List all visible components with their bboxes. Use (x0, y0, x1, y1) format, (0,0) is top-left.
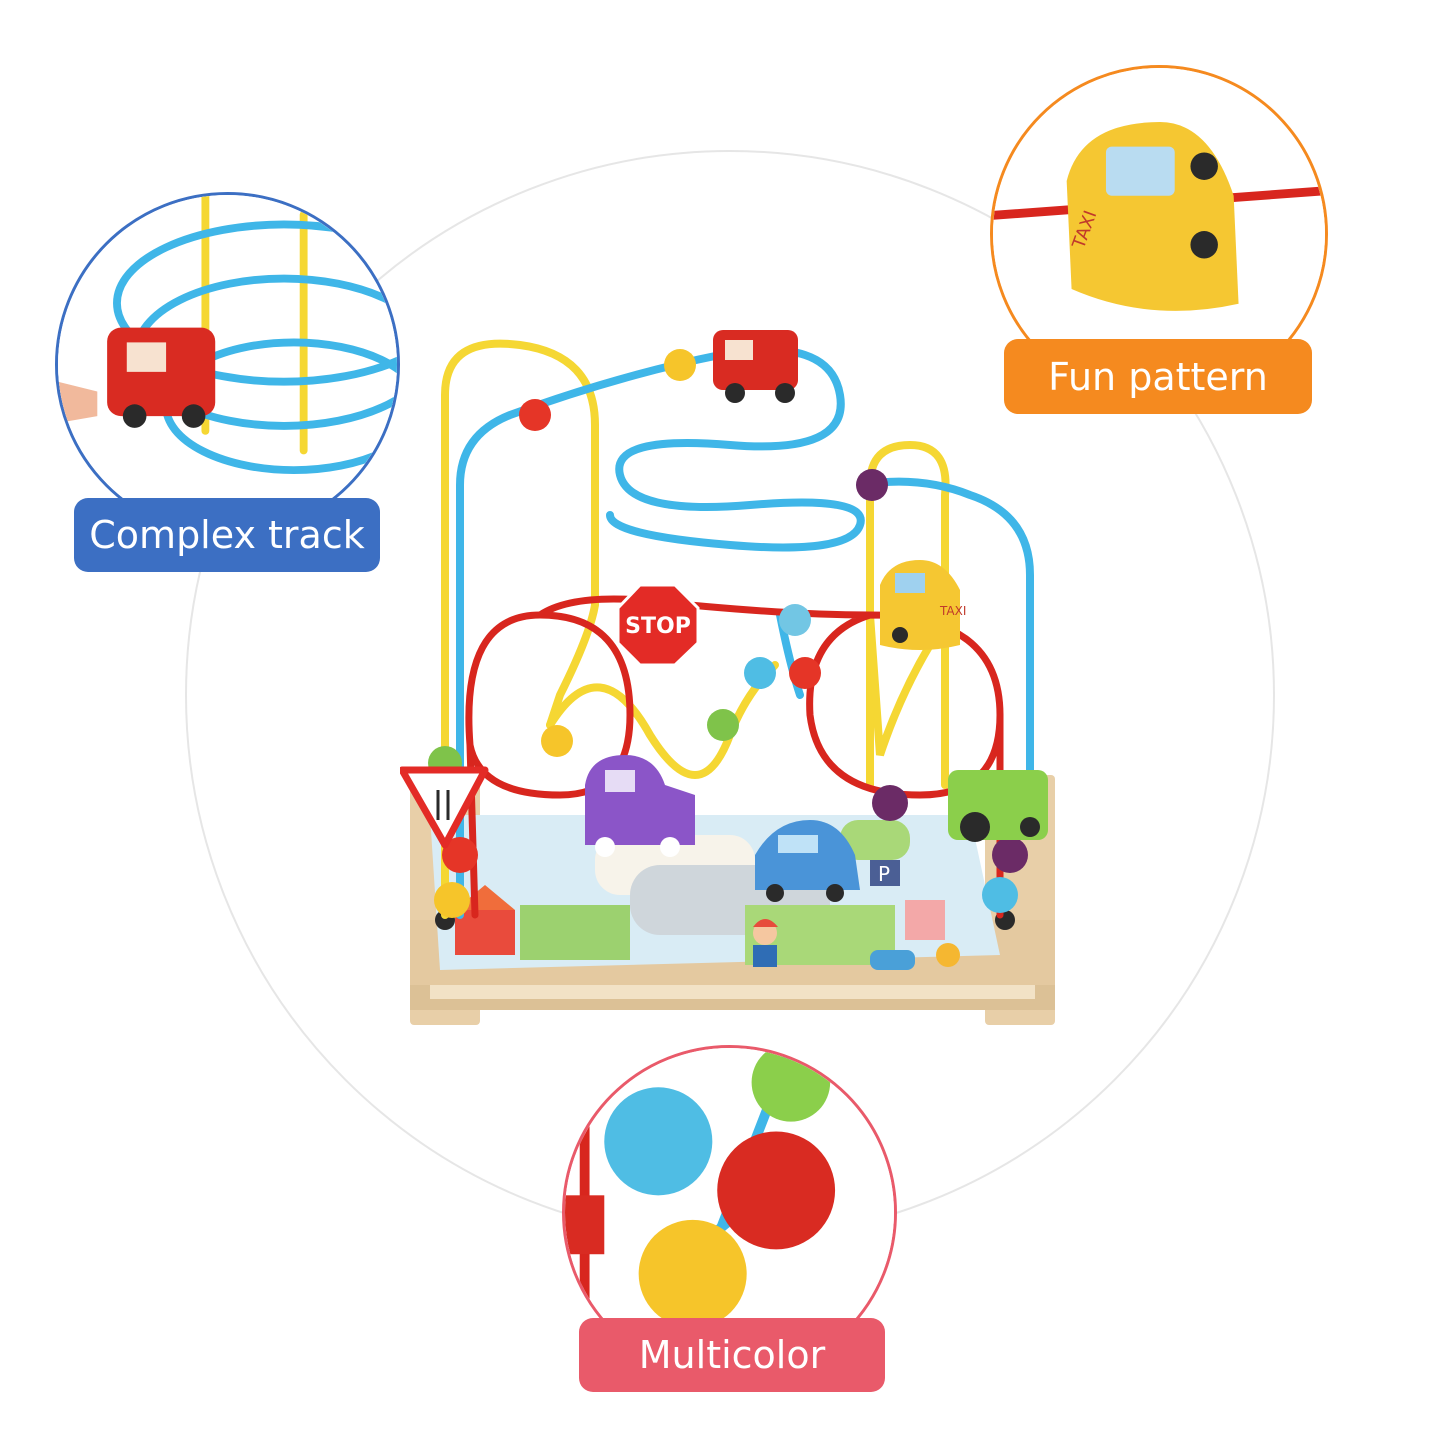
purple-car-block (585, 755, 695, 857)
fire-truck-closeup (107, 327, 216, 428)
yellow-wires (441, 339, 950, 919)
stop-sign: STOP (616, 583, 700, 667)
taxi-closeup: TAXI (1066, 122, 1239, 311)
complex-track-callout (55, 192, 400, 537)
blue-car-block (755, 820, 860, 902)
parking-sign: P (878, 862, 890, 886)
stop-sign-text: STOP (625, 614, 691, 639)
fire-truck-block (713, 330, 798, 403)
warning-sign (400, 766, 489, 849)
taxi-block: TAXI (880, 560, 966, 650)
multicolor-label: Multicolor (579, 1318, 885, 1392)
fun-pattern-label: Fun pattern (1004, 339, 1312, 414)
complex-track-detail-image (58, 195, 397, 534)
complex-track-label: Complex track (74, 498, 380, 572)
taxi-text: TAXI (939, 604, 966, 618)
wooden-base: P (410, 775, 1055, 1025)
green-tractor-block (948, 770, 1048, 842)
bead-maze-toy: P (400, 330, 1055, 1025)
